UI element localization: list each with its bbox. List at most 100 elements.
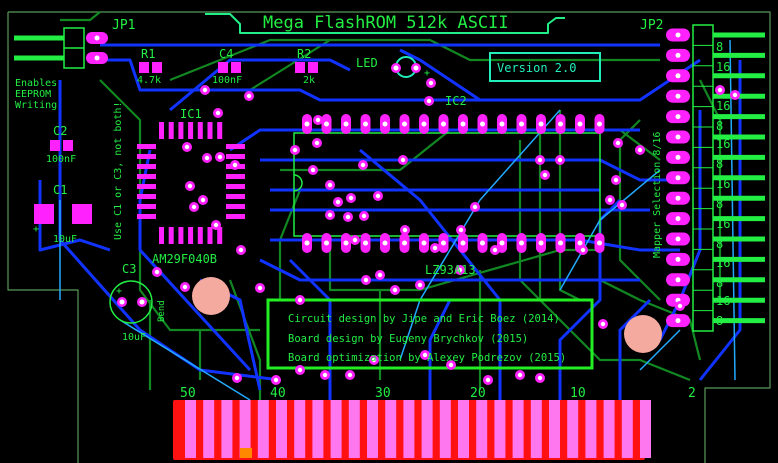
via-hole (292, 147, 298, 153)
via-hole (458, 227, 464, 233)
jp2-option-label: 16 (716, 99, 730, 113)
ic2-notch (293, 174, 303, 192)
smd-pad (152, 62, 162, 73)
pad-hole (597, 240, 602, 246)
jp2-label: JP2 (640, 18, 663, 33)
via-hole (615, 140, 621, 146)
edge-finger (458, 400, 469, 458)
pad-hole (675, 114, 681, 120)
via-hole (348, 195, 354, 201)
smd-pad (226, 154, 245, 159)
smd-pad (207, 227, 213, 244)
smd-pad (168, 122, 174, 139)
edge-finger (476, 400, 488, 458)
via-hole (371, 357, 377, 363)
smd-pad (188, 122, 194, 139)
board-outline (7, 12, 79, 463)
pad-hole (675, 236, 681, 242)
c3-outline (109, 280, 153, 324)
pad-hole (675, 318, 681, 324)
pad-hole (675, 32, 681, 38)
via-hole (363, 277, 369, 283)
smd-pad (137, 184, 156, 189)
credits-box (266, 298, 594, 370)
top-trace (399, 48, 560, 102)
jp2-option-label: 16 (716, 294, 730, 308)
smd-pad (72, 204, 92, 224)
edge-finger (385, 400, 397, 458)
edge-finger (530, 400, 542, 458)
pad-hole (304, 240, 310, 246)
via-hole (213, 222, 219, 228)
via-hole (182, 284, 188, 290)
jp2-option-label: 16 (716, 256, 730, 270)
via-hole (428, 80, 434, 86)
edge-finger (421, 400, 433, 458)
edge-finger (640, 400, 651, 458)
via-hole (677, 303, 683, 309)
via-hole (232, 162, 238, 168)
via-hole (246, 93, 252, 99)
c1-value: 10uF (53, 234, 77, 245)
top-trace (558, 198, 622, 400)
edge-pin-label: 40 (270, 386, 286, 401)
via-hole (717, 87, 723, 93)
pad-hole (675, 134, 681, 140)
pad-hole (460, 121, 466, 127)
board-title: Mega FlashROM 512k ASCII (263, 13, 509, 33)
smd-pad (137, 144, 156, 149)
edge-pin-label: 50 (180, 386, 196, 401)
pad-hole (393, 65, 399, 71)
edge-finger (512, 400, 524, 458)
via-hole (580, 247, 586, 253)
pad-hole (675, 216, 681, 222)
pad-hole (363, 240, 368, 246)
ic1-ref: IC1 (180, 107, 202, 121)
via-hole (448, 362, 454, 368)
c2-ref: C2 (53, 124, 67, 138)
pad-hole (675, 277, 681, 283)
jp1-note-line: EEPROM (15, 89, 51, 100)
smd-pad (217, 122, 223, 139)
via-hole (322, 372, 328, 378)
r2-value: 2k (303, 75, 315, 86)
c3-ref: C3 (122, 262, 136, 276)
edge-finger (276, 400, 287, 458)
smd-pad (226, 184, 245, 189)
smd-pad (159, 122, 164, 139)
edge-pin-label: 20 (470, 386, 486, 401)
board-outline (8, 11, 771, 463)
pad-hole (460, 240, 466, 246)
edge-finger (239, 400, 251, 458)
title-banner (205, 13, 565, 34)
c3-polarity: + (116, 286, 122, 297)
via-hole (297, 297, 303, 303)
via-hole (335, 199, 341, 205)
via-hole (234, 375, 240, 381)
via-hole (238, 247, 244, 253)
pad-hole (421, 121, 427, 127)
via-hole (377, 272, 383, 278)
edge-finger (221, 400, 233, 458)
top-trace (169, 58, 351, 112)
top-trace-thin (639, 329, 681, 371)
via-hole (154, 269, 160, 275)
smd-pad (226, 174, 245, 179)
via-hole (472, 204, 478, 210)
top-trace-thin (119, 319, 251, 401)
edge-finger (203, 400, 215, 458)
pad-hole (94, 35, 100, 41)
credit-line: Board design by Eugeny Brychkov (2015) (288, 333, 528, 345)
pad-hole (675, 52, 681, 58)
via-hole (315, 117, 321, 123)
top-trace (698, 60, 742, 381)
via-hole (517, 372, 523, 378)
via-hole (375, 193, 381, 199)
pad-hole (519, 121, 524, 127)
edge-finger (439, 400, 451, 458)
smd-pad (197, 122, 203, 139)
pad-hole (304, 121, 310, 127)
via-hole (417, 282, 423, 288)
